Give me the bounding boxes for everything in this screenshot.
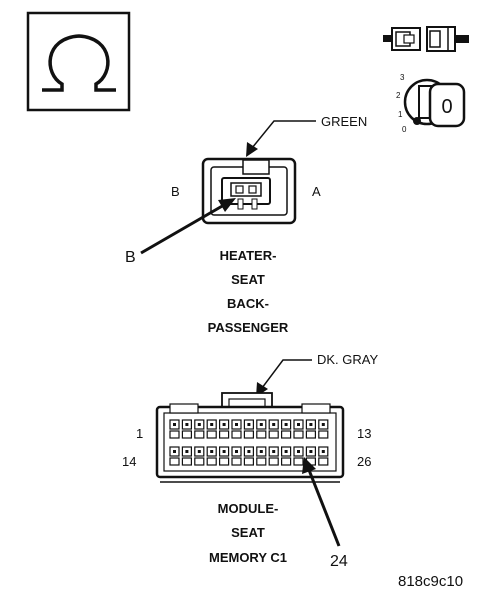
pin-cavity bbox=[281, 446, 292, 466]
pin-cavity bbox=[268, 446, 279, 466]
module-pin-13-label: 13 bbox=[357, 426, 371, 441]
pin-cavity bbox=[305, 419, 316, 439]
pin-cavity bbox=[206, 419, 217, 439]
pin-cavity bbox=[293, 419, 304, 439]
pin-cavity bbox=[194, 446, 205, 466]
ignition-position-3: 3 bbox=[400, 73, 405, 82]
module-wire-color: DK. GRAY bbox=[317, 352, 378, 367]
module-name-line-3: MEMORY C1 bbox=[209, 550, 287, 565]
heater-name-line-1: HEATER- bbox=[220, 248, 277, 263]
figure-id: 818c9c10 bbox=[398, 573, 463, 590]
heater-pin-callout: B bbox=[125, 249, 136, 266]
module-pin-1-label: 1 bbox=[136, 426, 143, 441]
pin-cavity bbox=[169, 419, 180, 439]
ignition-position-0: 0 bbox=[402, 125, 407, 134]
pin-cavity bbox=[318, 419, 329, 439]
pin-cavity bbox=[268, 419, 279, 439]
pin-cavity bbox=[243, 419, 254, 439]
module-name-line-1: MODULE- bbox=[218, 501, 279, 516]
pin-cavity bbox=[256, 446, 267, 466]
module-pin-14-label: 14 bbox=[122, 454, 136, 469]
pin-cavity bbox=[293, 446, 304, 466]
module-pin-callout: 24 bbox=[330, 553, 348, 570]
heater-side-left-label: B bbox=[171, 184, 180, 199]
ignition-position-1: 1 bbox=[398, 110, 403, 119]
heater-name-line-4: PASSENGER bbox=[208, 320, 289, 335]
module-pin-26-label: 26 bbox=[357, 454, 371, 469]
pin-cavity bbox=[231, 419, 242, 439]
module-pin-grid bbox=[169, 419, 329, 466]
heater-seat-connector: GREEN B A B HEATER- SEAT BACK- PASSENGER bbox=[125, 114, 367, 335]
ignition-key-label: 0 bbox=[441, 96, 452, 118]
pin-cavity bbox=[206, 446, 217, 466]
pin-cavity bbox=[194, 419, 205, 439]
ignition-position-2: 2 bbox=[396, 91, 401, 100]
heater-name-line-3: BACK- bbox=[227, 296, 269, 311]
heater-wire-color: GREEN bbox=[321, 114, 367, 129]
pin-cavity bbox=[243, 446, 254, 466]
heater-name-line-2: SEAT bbox=[231, 272, 265, 287]
pin-cavity bbox=[281, 419, 292, 439]
pin-cavity bbox=[181, 419, 192, 439]
module-name-line-2: SEAT bbox=[231, 525, 265, 540]
pin-cavity bbox=[318, 446, 329, 466]
ignition-switch-off-icon: 3 2 1 0 0 bbox=[396, 73, 466, 134]
pin-cavity bbox=[219, 419, 230, 439]
pin-cavity bbox=[169, 446, 180, 466]
heater-side-right-label: A bbox=[312, 184, 321, 199]
pin-cavity bbox=[219, 446, 230, 466]
pin-cavity bbox=[256, 419, 267, 439]
pin-cavity bbox=[181, 446, 192, 466]
module-seat-memory-connector: DK. GRAY 1 13 14 26 24 MODULE- SEAT MEMO… bbox=[122, 352, 378, 570]
ohmmeter-symbol-icon bbox=[26, 11, 131, 112]
pin-cavity bbox=[231, 446, 242, 466]
disconnected-connector-icon bbox=[383, 26, 469, 52]
